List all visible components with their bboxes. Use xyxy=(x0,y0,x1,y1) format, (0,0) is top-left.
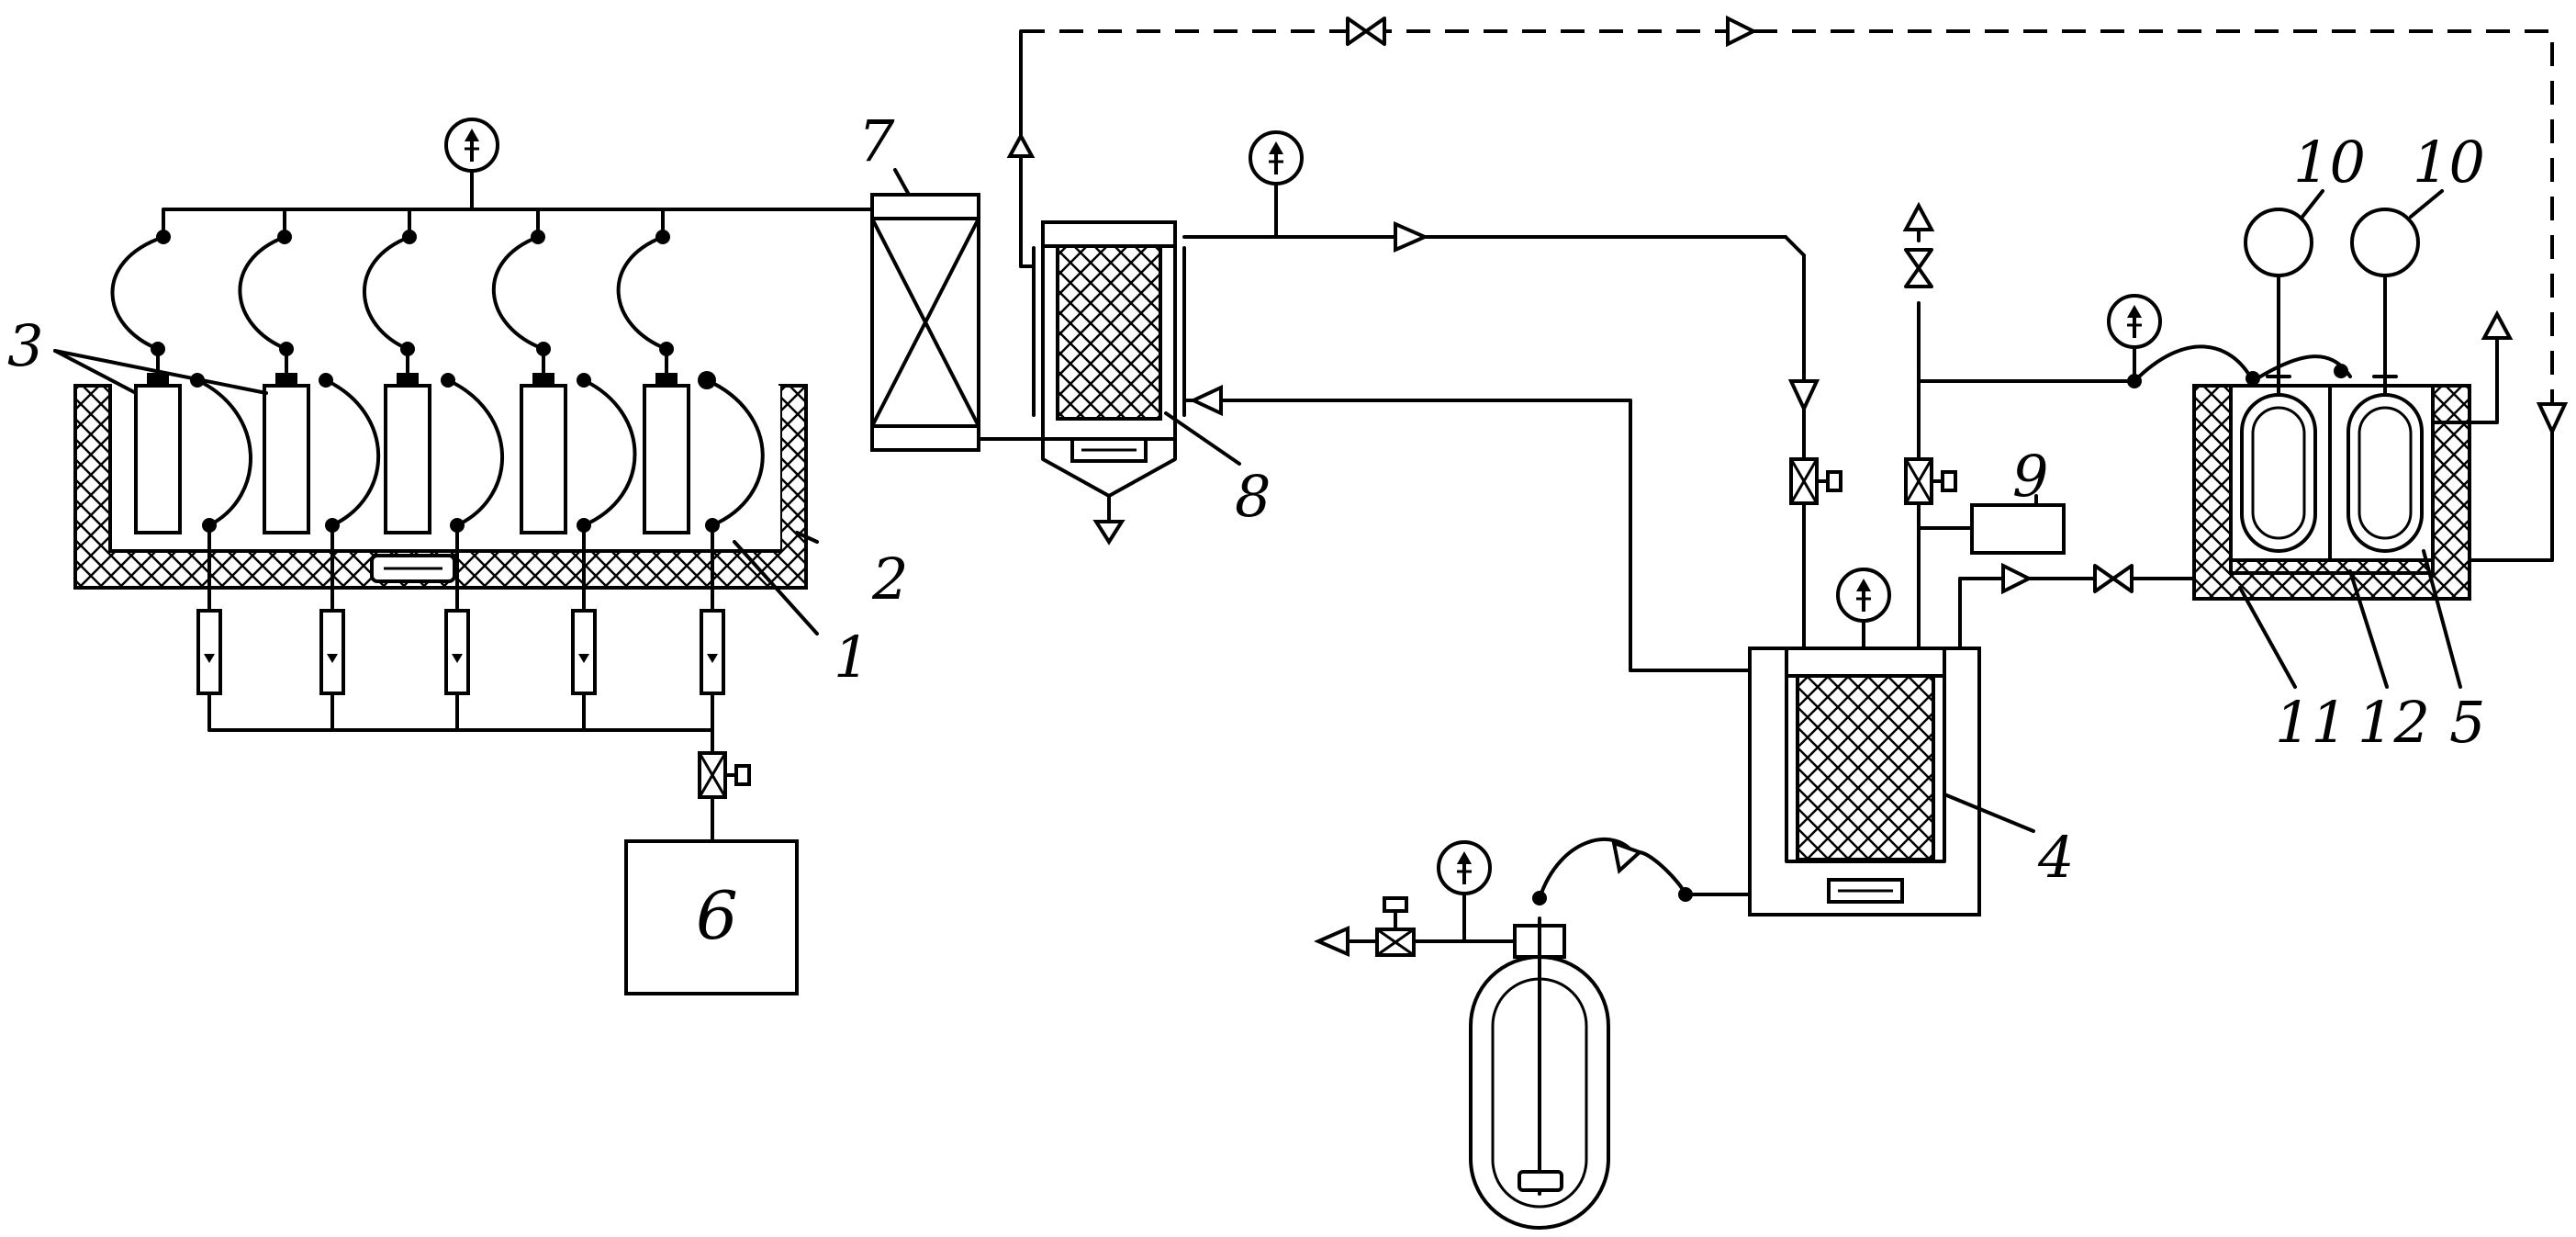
solenoid-valve-reactor-icon xyxy=(1791,459,1841,503)
label-4: 4 xyxy=(2037,824,2074,891)
filter-column xyxy=(872,195,1056,450)
rotameter-5-icon xyxy=(701,611,723,693)
canister-4 xyxy=(521,386,566,533)
pressure-gauge-adsorber-icon xyxy=(1250,132,1302,184)
label-10a: 10 xyxy=(2293,129,2366,196)
label-6: 6 xyxy=(696,877,738,954)
thermostat-bath xyxy=(75,386,806,588)
label-11: 11 xyxy=(2275,689,2347,756)
pressure-gauge-branch-icon xyxy=(2109,296,2160,347)
rotameter-1-icon xyxy=(198,611,220,693)
rotameter-3-icon xyxy=(446,611,468,693)
return-valve-icon xyxy=(1348,18,1384,44)
gas-line-to-reactor xyxy=(1184,132,1841,872)
inlet-manifold xyxy=(112,119,872,373)
pressure-gauge-cylinder-icon xyxy=(1439,842,1490,894)
feed-line-to-chamber xyxy=(1960,566,2194,648)
indicator-10b-icon xyxy=(2352,209,2418,276)
test-chamber xyxy=(2134,209,2510,599)
rotameter-2-icon xyxy=(321,611,343,693)
gas-cylinder xyxy=(1318,839,1750,1228)
label-2: 2 xyxy=(871,545,908,613)
indicator-10a-icon xyxy=(2246,209,2312,276)
adsorber-column xyxy=(1010,31,1184,542)
rotameter-4-icon xyxy=(573,611,595,693)
label-12: 12 xyxy=(2358,689,2430,756)
sensor-box xyxy=(1972,505,2064,553)
label-10b: 10 xyxy=(2413,129,2485,196)
solenoid-valve-left-icon xyxy=(700,753,749,797)
vent-valve-icon xyxy=(1906,250,1932,287)
canister-2 xyxy=(264,386,308,533)
flow-meters xyxy=(198,611,749,841)
pressure-gauge-manifold-icon xyxy=(446,119,498,171)
label-7: 7 xyxy=(858,107,895,174)
solenoid-valve-vent-icon xyxy=(1906,459,1955,503)
pressure-gauge-reactor-icon xyxy=(1838,569,1889,621)
canister-5 xyxy=(644,386,689,533)
canister-1 xyxy=(136,386,180,533)
label-3: 3 xyxy=(7,312,43,379)
canister-3 xyxy=(386,386,430,533)
label-5: 5 xyxy=(2449,689,2485,756)
label-8: 8 xyxy=(1235,463,1271,530)
feed-valve-icon xyxy=(2095,566,2132,591)
label-9: 9 xyxy=(2012,443,2048,510)
reactor-vessel xyxy=(1750,569,1979,915)
label-1: 1 xyxy=(834,624,869,691)
